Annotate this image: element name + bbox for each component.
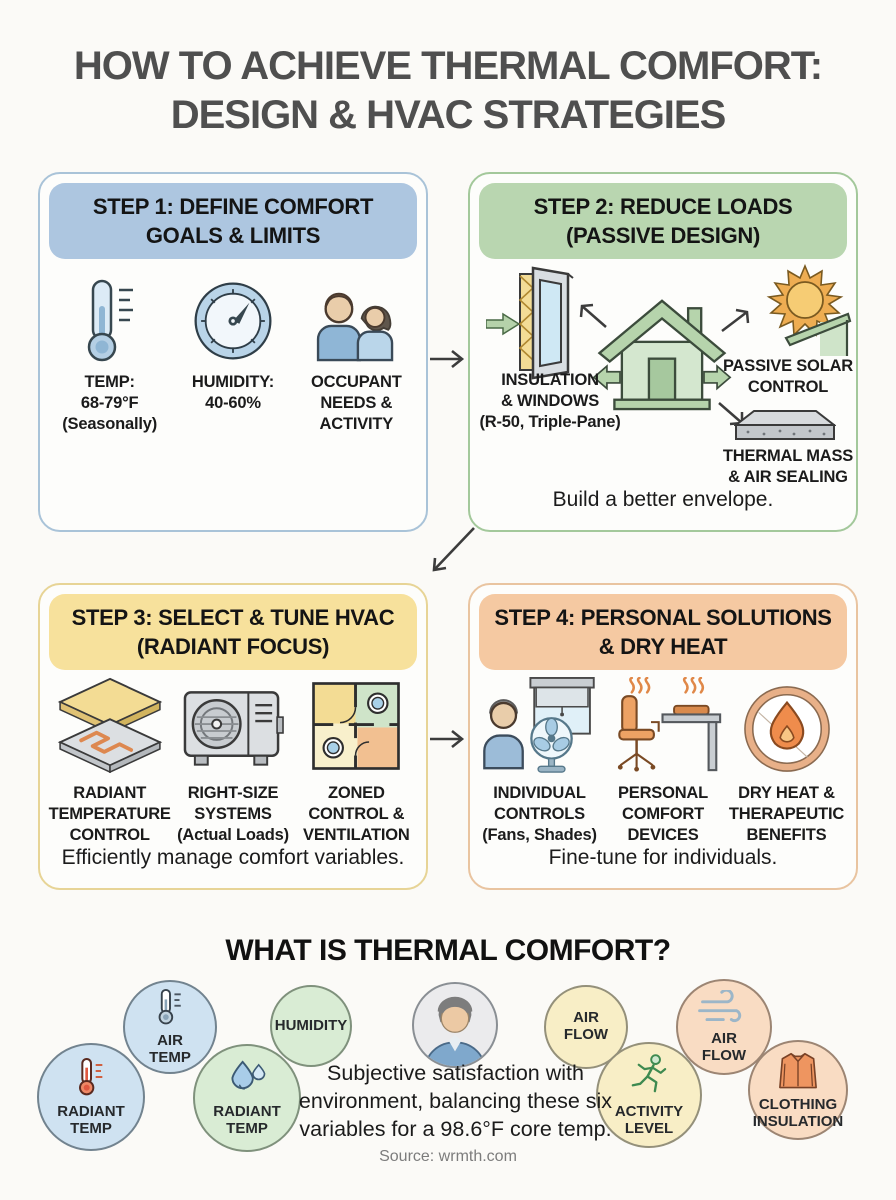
factor-air-flow-2: AIR FLOW: [676, 979, 772, 1075]
step4-item-label: PERSONAL COMFORT DEVICES: [617, 784, 709, 845]
step2-item-label: THERMAL MASS & AIR SEALING: [722, 447, 854, 487]
step4-footer: Fine-tune for individuals.: [548, 846, 778, 869]
step3-item-label: RIGHT-SIZE SYSTEMS (Actual Loads): [177, 784, 289, 845]
step1-item-label: HUMIDITY: 40-60%: [191, 373, 275, 413]
factor-clothing-insulation: CLOTHING INSULATION: [748, 1040, 848, 1140]
factor-label: HUMIDITY: [274, 1016, 348, 1034]
step2-footer: Build a better envelope.: [552, 488, 774, 511]
clothing-jacket-icon: [776, 1050, 820, 1095]
factor-label: RADIANT TEMP: [57, 1102, 125, 1137]
source-credit: Source: wrmth.com: [379, 1148, 517, 1165]
step3-item-label: ZONED CONTROL & VENTILATION: [303, 784, 410, 845]
step3-item-rightsize: RIGHT-SIZE SYSTEMS (Actual Loads): [171, 677, 294, 846]
step3-item-zoned: ZONED CONTROL & VENTILATION: [295, 677, 418, 846]
insulated-wall-window-icon: [516, 266, 574, 385]
step3-item-radiant: RADIANT TEMPERATURE CONTROL: [48, 677, 171, 846]
sun-overhang-icon: [758, 263, 852, 373]
step4-item-devices: PERSONAL COMFORT DEVICES: [601, 677, 725, 846]
person-avatar-icon: [412, 982, 498, 1068]
bottom-title: WHAT IS THERMAL COMFORT?: [225, 934, 671, 967]
inflow-arrow-icon: [485, 312, 521, 341]
heat-pump-icon: [181, 677, 285, 773]
step1-item-label: OCCUPANT NEEDS & ACTIVITY: [310, 373, 402, 434]
factor-radiant-temp-2: RADIANT TEMP: [193, 1044, 301, 1152]
step2-header: STEP 2: REDUCE LOADS (PASSIVE DESIGN): [479, 183, 847, 259]
step4-header: STEP 4: PERSONAL SOLUTIONS & DRY HEAT: [479, 594, 847, 670]
air-thermometer-icon: [153, 988, 187, 1031]
water-drops-icon: [225, 1059, 269, 1102]
arrow-step3-to-step4: [428, 726, 468, 757]
step3-header: STEP 3: SELECT & TUNE HVAC (RADIANT FOCU…: [49, 594, 417, 670]
step1-item-occupants: OCCUPANT NEEDS & ACTIVITY: [295, 276, 418, 435]
factor-label: AIR FLOW: [701, 1029, 747, 1064]
step4-item-controls: INDIVIDUAL CONTROLS (Fans, Shades): [478, 677, 601, 846]
factor-label: ACTIVITY LEVEL: [614, 1102, 684, 1137]
step2-item-label: INSULATION & WINDOWS (R-50, Triple-Pane): [479, 371, 621, 432]
step4-item-dryheat: DRY HEAT & THERAPEUTIC BENEFITS: [725, 677, 848, 846]
factor-air-temp: AIR TEMP: [123, 980, 217, 1074]
heated-chair-desk-icon: [601, 677, 725, 773]
factor-label: RADIANT TEMP: [213, 1102, 281, 1137]
step1-item-label: TEMP: 68-79°F (Seasonally): [62, 373, 158, 434]
step3-box: STEP 3: SELECT & TUNE HVAC (RADIANT FOCU…: [38, 583, 428, 890]
factor-label: AIR TEMP: [149, 1031, 191, 1066]
radiant-thermometer-icon: [73, 1057, 109, 1102]
step3-footer: Efficiently manage comfort variables.: [61, 846, 405, 869]
factor-activity-level: ACTIVITY LEVEL: [596, 1042, 702, 1148]
arrow-to-solar-icon: [718, 306, 754, 339]
passive-house-icon: [592, 292, 732, 421]
step4-box: STEP 4: PERSONAL SOLUTIONS & DRY HEAT: [468, 583, 858, 890]
step2-box: STEP 2: REDUCE LOADS (PASSIVE DESIGN): [468, 172, 858, 532]
wind-icon: [698, 988, 750, 1029]
factor-label: CLOTHING INSULATION: [752, 1095, 844, 1130]
step3-item-label: RADIANT TEMPERATURE CONTROL: [48, 784, 171, 845]
arrow-step1-to-step2: [428, 346, 468, 377]
occupants-icon: [308, 276, 404, 362]
arrow-to-insulation-icon: [576, 300, 610, 335]
step4-item-label: DRY HEAT & THERAPEUTIC BENEFITS: [728, 784, 845, 845]
factor-label: AIR FLOW: [563, 1009, 609, 1043]
page-title: HOW TO ACHIEVE THERMAL COMFORT: DESIGN &…: [73, 44, 823, 137]
humidity-gauge-icon: [192, 276, 274, 362]
arrow-step2-to-step3: [422, 524, 480, 587]
thermometer-icon: [79, 276, 141, 362]
zoned-floorplan-icon: [310, 677, 402, 773]
person-fan-shade-icon: [480, 677, 600, 773]
running-person-icon: [627, 1053, 671, 1102]
step1-header: STEP 1: DEFINE COMFORT GOALS & LIMITS: [49, 183, 417, 259]
factor-humidity: HUMIDITY: [270, 985, 352, 1067]
thermal-comfort-description: Subjective satisfaction with environment…: [298, 1061, 613, 1141]
thermal-mass-icon: [733, 408, 837, 449]
step2-item-label: PASSIVE SOLAR CONTROL: [722, 357, 854, 397]
factor-air-flow-1: AIR FLOW: [544, 985, 628, 1069]
step1-item-temp: TEMP: 68-79°F (Seasonally): [48, 276, 171, 435]
radiant-floor-icon: [54, 677, 166, 773]
factor-radiant-temp-1: RADIANT TEMP: [37, 1043, 145, 1151]
flame-circle-icon: [743, 677, 831, 773]
step4-item-label: INDIVIDUAL CONTROLS (Fans, Shades): [482, 784, 597, 845]
step1-item-humidity: HUMIDITY: 40-60%: [171, 276, 294, 435]
step1-box: STEP 1: DEFINE COMFORT GOALS & LIMITS: [38, 172, 428, 532]
